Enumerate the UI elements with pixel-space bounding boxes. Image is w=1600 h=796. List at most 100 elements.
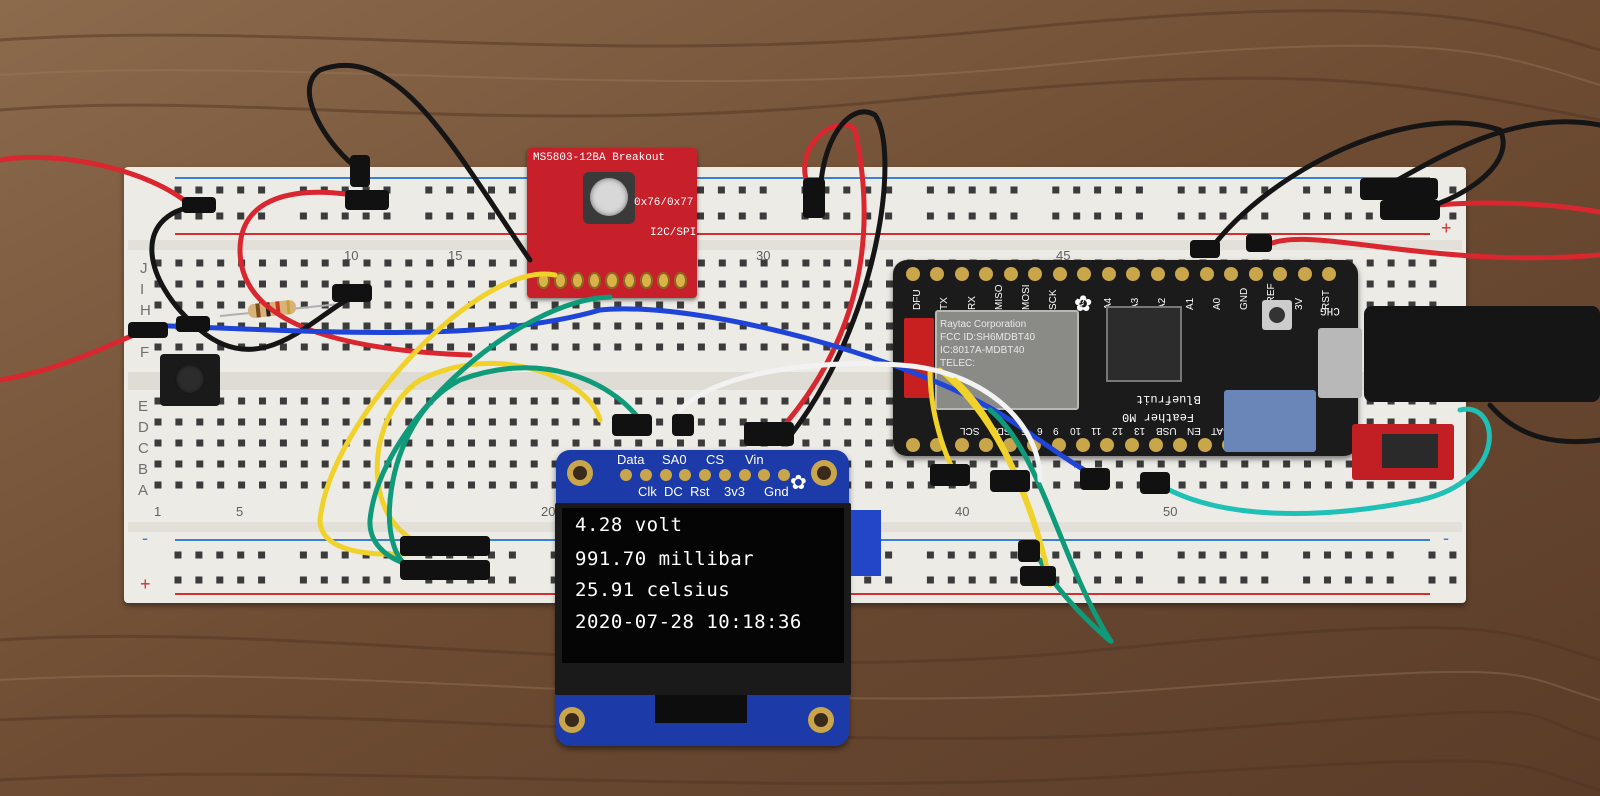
breadboard-hole <box>447 460 455 468</box>
rail-hole <box>550 551 558 559</box>
oled-line-voltage: 4.28 volt <box>575 514 683 536</box>
column-number-50: 50 <box>1163 504 1178 519</box>
breadboard-hole <box>697 301 705 309</box>
feather-pin-pad <box>979 267 994 281</box>
rail-hole <box>1052 551 1060 559</box>
breadboard-hole <box>551 439 559 447</box>
breadboard-hole <box>551 397 559 405</box>
rail-plus-top-right: + <box>1441 218 1452 238</box>
breadboard-hole <box>175 418 183 426</box>
rail-hole <box>864 576 872 584</box>
oled-line-temperature: 25.91 celsius <box>575 579 731 601</box>
feather-pin-pad <box>1197 438 1212 452</box>
breadboard-hole <box>447 397 455 405</box>
rail-hole <box>1010 576 1018 584</box>
breadboard-hole <box>509 397 517 405</box>
rail-hole <box>1010 212 1018 220</box>
rail-hole <box>1094 551 1102 559</box>
rail-hole <box>174 212 182 220</box>
breadboard-hole <box>593 322 601 330</box>
breadboard-hole <box>718 439 726 447</box>
breadboard-hole <box>865 481 873 489</box>
rail-hole <box>843 212 851 220</box>
breadboard-hole <box>1283 460 1291 468</box>
oled-header-pin <box>639 469 652 481</box>
breadboard-hole <box>1408 481 1416 489</box>
pressure-sensor-gel <box>590 178 628 216</box>
breadboard-hole <box>217 280 225 288</box>
oled-pin-header <box>620 469 790 483</box>
breadboard-hole <box>1408 418 1416 426</box>
breadboard-hole <box>300 460 308 468</box>
pushbutton-cap <box>175 364 205 394</box>
rail-hole <box>425 212 433 220</box>
rail-hole <box>237 186 245 194</box>
rail-hole <box>488 186 495 194</box>
rail-hole <box>885 551 893 559</box>
breadboard-hole <box>300 418 308 426</box>
breadboard-hole <box>300 397 308 405</box>
sensor-pin-pad <box>588 272 602 289</box>
rail-hole <box>383 186 391 194</box>
ble-module-line-1: Raytac Corporation <box>940 319 1027 330</box>
breadboard-hole <box>154 460 162 468</box>
rail-hole <box>717 212 725 220</box>
rail-hole <box>697 212 704 220</box>
breadboard-hole <box>886 301 893 309</box>
feather-pin-pad <box>1199 267 1214 281</box>
oled-header-pin <box>659 469 672 481</box>
breadboard-hole <box>781 343 789 351</box>
breadboard-hole <box>1115 481 1123 489</box>
breadboard-hole <box>300 343 308 351</box>
rail-hole <box>885 576 893 584</box>
feather-pin-pad <box>1173 438 1188 452</box>
breadboard-hole <box>865 301 873 309</box>
feather-pin-pad <box>1124 438 1139 452</box>
breadboard-hole <box>802 259 810 267</box>
rail-hole <box>738 186 746 194</box>
breadboard-hole <box>259 280 266 288</box>
breadboard-hole <box>509 259 517 267</box>
reset-button <box>1262 300 1292 330</box>
breadboard-hole <box>697 280 705 288</box>
breadboard-hole <box>969 460 977 468</box>
rail-hole <box>926 551 934 559</box>
rail-hole <box>843 186 851 194</box>
breadboard-hole <box>823 259 831 267</box>
sensor-pin-pad <box>571 272 585 289</box>
breadboard-hole <box>844 343 852 351</box>
rail-hole <box>320 551 328 559</box>
column-number-20: 20 <box>541 504 556 519</box>
breadboard-hole <box>363 259 371 267</box>
breadboard-hole <box>1032 481 1040 489</box>
rail-hole <box>1240 576 1248 584</box>
feather-pin-pad <box>1101 267 1116 281</box>
breadboard-hole <box>509 343 517 351</box>
breadboard-hole <box>886 322 893 330</box>
breadboard-hole <box>175 301 183 309</box>
rail-hole <box>1198 212 1206 220</box>
feather-star-icon: ✿ <box>1074 292 1093 317</box>
rail-hole <box>216 551 224 559</box>
oled-screen <box>562 508 844 663</box>
breadboard-hole <box>739 322 747 330</box>
feather-pin-pad <box>906 267 920 281</box>
rail-hole <box>320 212 328 220</box>
breadboard-hole <box>551 301 559 309</box>
breadboard-hole <box>405 280 413 288</box>
breadboard-hole <box>697 259 705 267</box>
rail-hole <box>362 576 370 584</box>
breadboard-hole <box>530 343 538 351</box>
breadboard-hole <box>718 397 726 405</box>
breadboard-hole <box>279 418 287 426</box>
breadboard-hole <box>656 343 664 351</box>
breadboard-hole <box>697 343 705 351</box>
breadboard-hole <box>1074 481 1082 489</box>
rail-hole <box>1073 551 1081 559</box>
breadboard-hole <box>468 481 475 489</box>
rail-hole <box>237 212 245 220</box>
rail-hole <box>1324 576 1331 584</box>
row-label-a: A <box>138 482 149 499</box>
row-label-j: J <box>140 260 148 277</box>
rail-hole <box>947 212 955 220</box>
